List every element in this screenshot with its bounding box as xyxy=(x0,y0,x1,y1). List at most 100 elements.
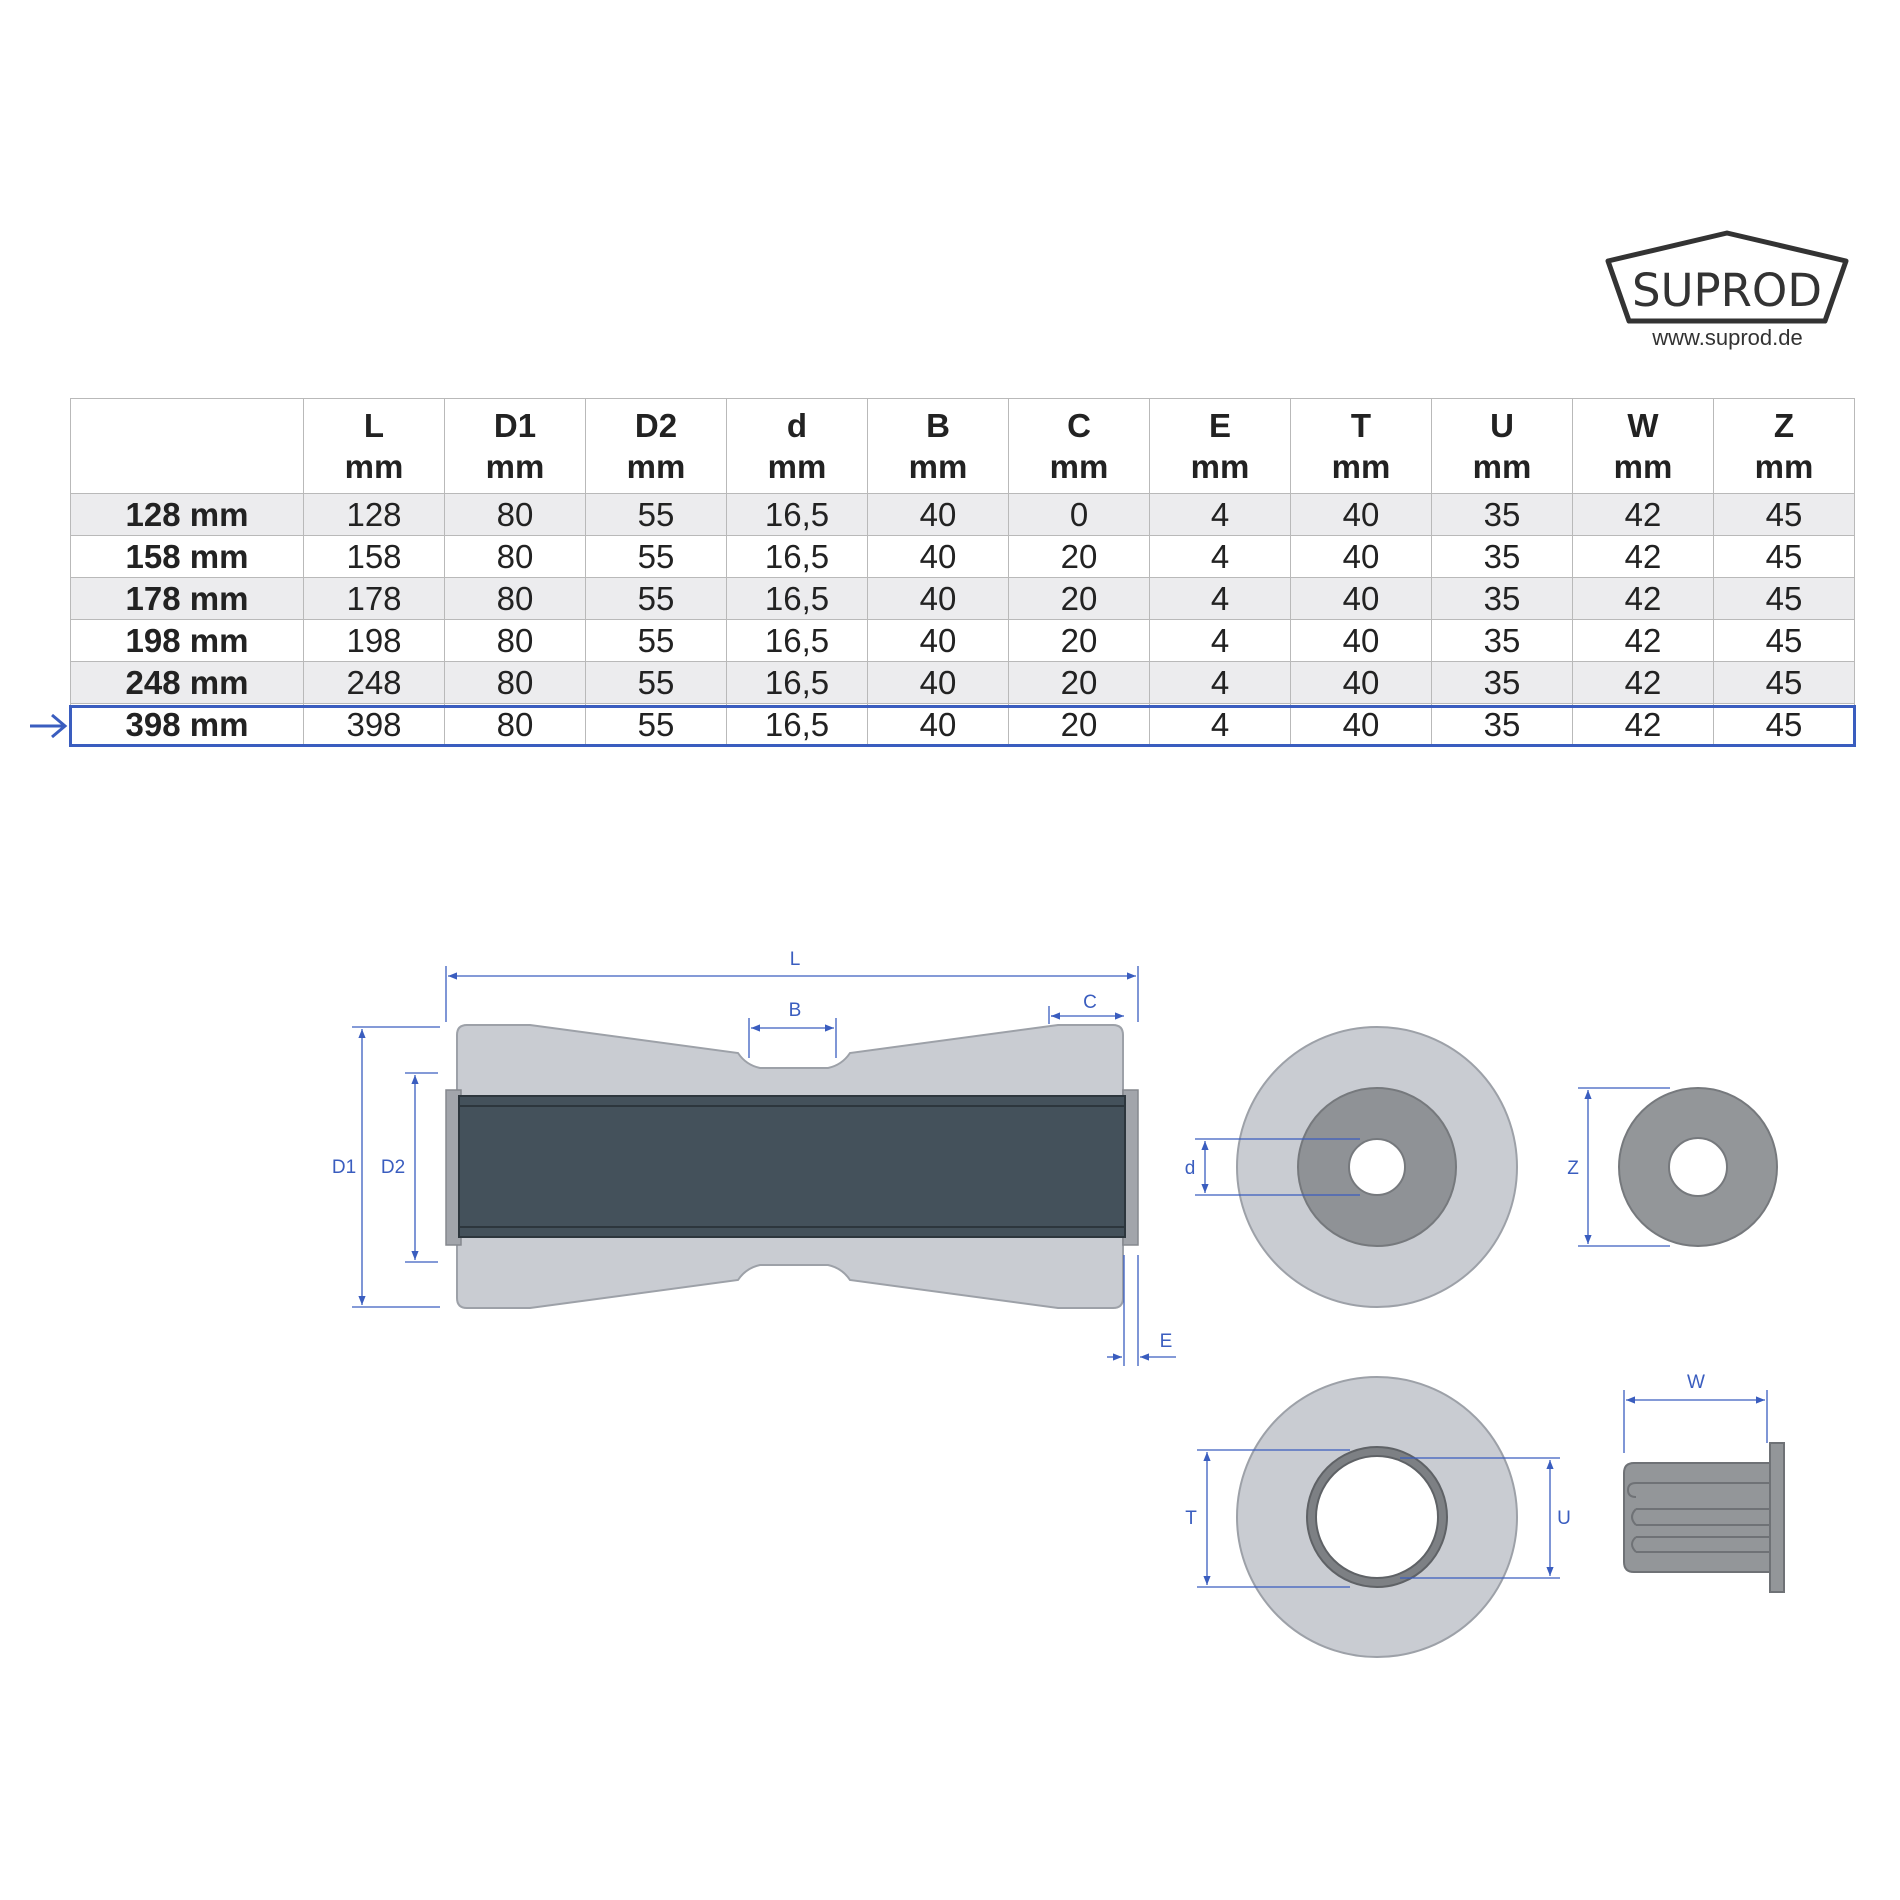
table-cell: 20 xyxy=(1008,535,1150,578)
table-cell: 42 xyxy=(1572,535,1714,578)
table-cell: 40 xyxy=(867,703,1009,746)
table-cell: 45 xyxy=(1713,535,1855,578)
table-cell: 20 xyxy=(1008,619,1150,662)
table-cell: 35 xyxy=(1431,535,1573,578)
row-label: 398 mm xyxy=(70,703,304,746)
table-cell: 35 xyxy=(1431,619,1573,662)
table-cell: 45 xyxy=(1713,661,1855,704)
table-cell: 20 xyxy=(1008,577,1150,620)
table-cell: 40 xyxy=(867,535,1009,578)
table-cell: 80 xyxy=(444,577,586,620)
dimension-T xyxy=(1197,1449,1350,1588)
table-cell: 178 xyxy=(303,577,445,620)
dim-label-U: U xyxy=(1557,1508,1571,1529)
table-cell: 80 xyxy=(444,703,586,746)
table-cell: 16,5 xyxy=(726,661,868,704)
table-cell: 198 xyxy=(303,619,445,662)
table-cell: 55 xyxy=(585,493,727,536)
table-cell: 16,5 xyxy=(726,577,868,620)
dim-label-D2: D2 xyxy=(381,1157,405,1178)
roller-front-view xyxy=(1236,1026,1518,1308)
table-cell: 35 xyxy=(1431,493,1573,536)
table-cell: 40 xyxy=(1290,619,1432,662)
dimension-W xyxy=(1623,1390,1768,1453)
table-cell: 248 xyxy=(303,661,445,704)
sleeve-core xyxy=(458,1095,1126,1238)
sleeve-side-view xyxy=(1623,1442,1785,1593)
table-cell: 80 xyxy=(444,619,586,662)
dimension-d xyxy=(1195,1138,1360,1196)
logo-url: www.suprod.de xyxy=(1652,325,1803,350)
table-cell: 16,5 xyxy=(726,493,868,536)
table-cell: 16,5 xyxy=(726,703,868,746)
table-row: 128 mm 128 80 55 16,5 40 0 4 40 35 42 45 xyxy=(70,493,1855,536)
dimension-B xyxy=(748,1018,837,1058)
table-cell: 80 xyxy=(444,661,586,704)
row-label: 178 mm xyxy=(70,577,304,620)
logo-badge-icon: SUPROD xyxy=(1605,230,1849,324)
table-row: 248 mm 248 80 55 16,5 40 20 4 40 35 42 4… xyxy=(70,661,1855,704)
roller-side-view xyxy=(445,1024,1139,1309)
suprod-logo: SUPROD www.suprod.de xyxy=(1605,230,1850,360)
dim-label-W: W xyxy=(1687,1372,1705,1393)
table-cell: 16,5 xyxy=(726,535,868,578)
dim-label-B: B xyxy=(789,1000,802,1021)
table-cell: 55 xyxy=(585,535,727,578)
table-cell: 4 xyxy=(1149,577,1291,620)
row-label: 128 mm xyxy=(70,493,304,536)
dimension-L xyxy=(445,966,1139,1022)
table-cell: 55 xyxy=(585,577,727,620)
sleeve-end-view xyxy=(1618,1087,1778,1247)
dim-label-Z: Z xyxy=(1567,1158,1579,1179)
table-cell: 4 xyxy=(1149,703,1291,746)
table-cell: 40 xyxy=(1290,703,1432,746)
table-cell: 55 xyxy=(585,619,727,662)
table-row: 178 mm 178 80 55 16,5 40 20 4 40 35 42 4… xyxy=(70,577,1855,620)
table-row: 158 mm 158 80 55 16,5 40 20 4 40 35 42 4… xyxy=(70,535,1855,578)
table-row: 198 mm 198 80 55 16,5 40 20 4 40 35 42 4… xyxy=(70,619,1855,662)
table-cell: 55 xyxy=(585,661,727,704)
row-label: 158 mm xyxy=(70,535,304,578)
dimension-C xyxy=(1048,1006,1124,1024)
table-cell: 42 xyxy=(1572,493,1714,536)
header-corner xyxy=(70,398,304,494)
table-cell: 42 xyxy=(1572,619,1714,662)
dimension-D1 xyxy=(352,1026,440,1308)
table-cell: 4 xyxy=(1149,661,1291,704)
table-cell: 158 xyxy=(303,535,445,578)
dim-label-L: L xyxy=(790,949,801,970)
table-cell: 35 xyxy=(1431,577,1573,620)
table-cell: 45 xyxy=(1713,577,1855,620)
dim-label-C: C xyxy=(1083,992,1097,1013)
table-cell: 4 xyxy=(1149,535,1291,578)
logo-wordmark: SUPROD xyxy=(1632,264,1822,317)
table-cell: 4 xyxy=(1149,619,1291,662)
dimension-U xyxy=(1400,1457,1560,1579)
dim-label-E: E xyxy=(1160,1331,1173,1352)
dim-label-D1: D1 xyxy=(332,1157,356,1178)
table-cell: 42 xyxy=(1572,661,1714,704)
table-cell: 20 xyxy=(1008,703,1150,746)
table-cell: 45 xyxy=(1713,493,1855,536)
table-cell: 80 xyxy=(444,535,586,578)
table-cell: 40 xyxy=(867,619,1009,662)
table-cell: 80 xyxy=(444,493,586,536)
table-cell: 40 xyxy=(867,577,1009,620)
table-cell: 45 xyxy=(1713,619,1855,662)
technical-drawing: L B C D1 D2 E xyxy=(332,949,1785,1658)
row-label: 198 mm xyxy=(70,619,304,662)
arrow-right-icon xyxy=(30,713,68,739)
table-cell: 40 xyxy=(867,661,1009,704)
table-cell: 35 xyxy=(1431,703,1573,746)
table-cell: 45 xyxy=(1713,703,1855,746)
table-cell: 40 xyxy=(867,493,1009,536)
